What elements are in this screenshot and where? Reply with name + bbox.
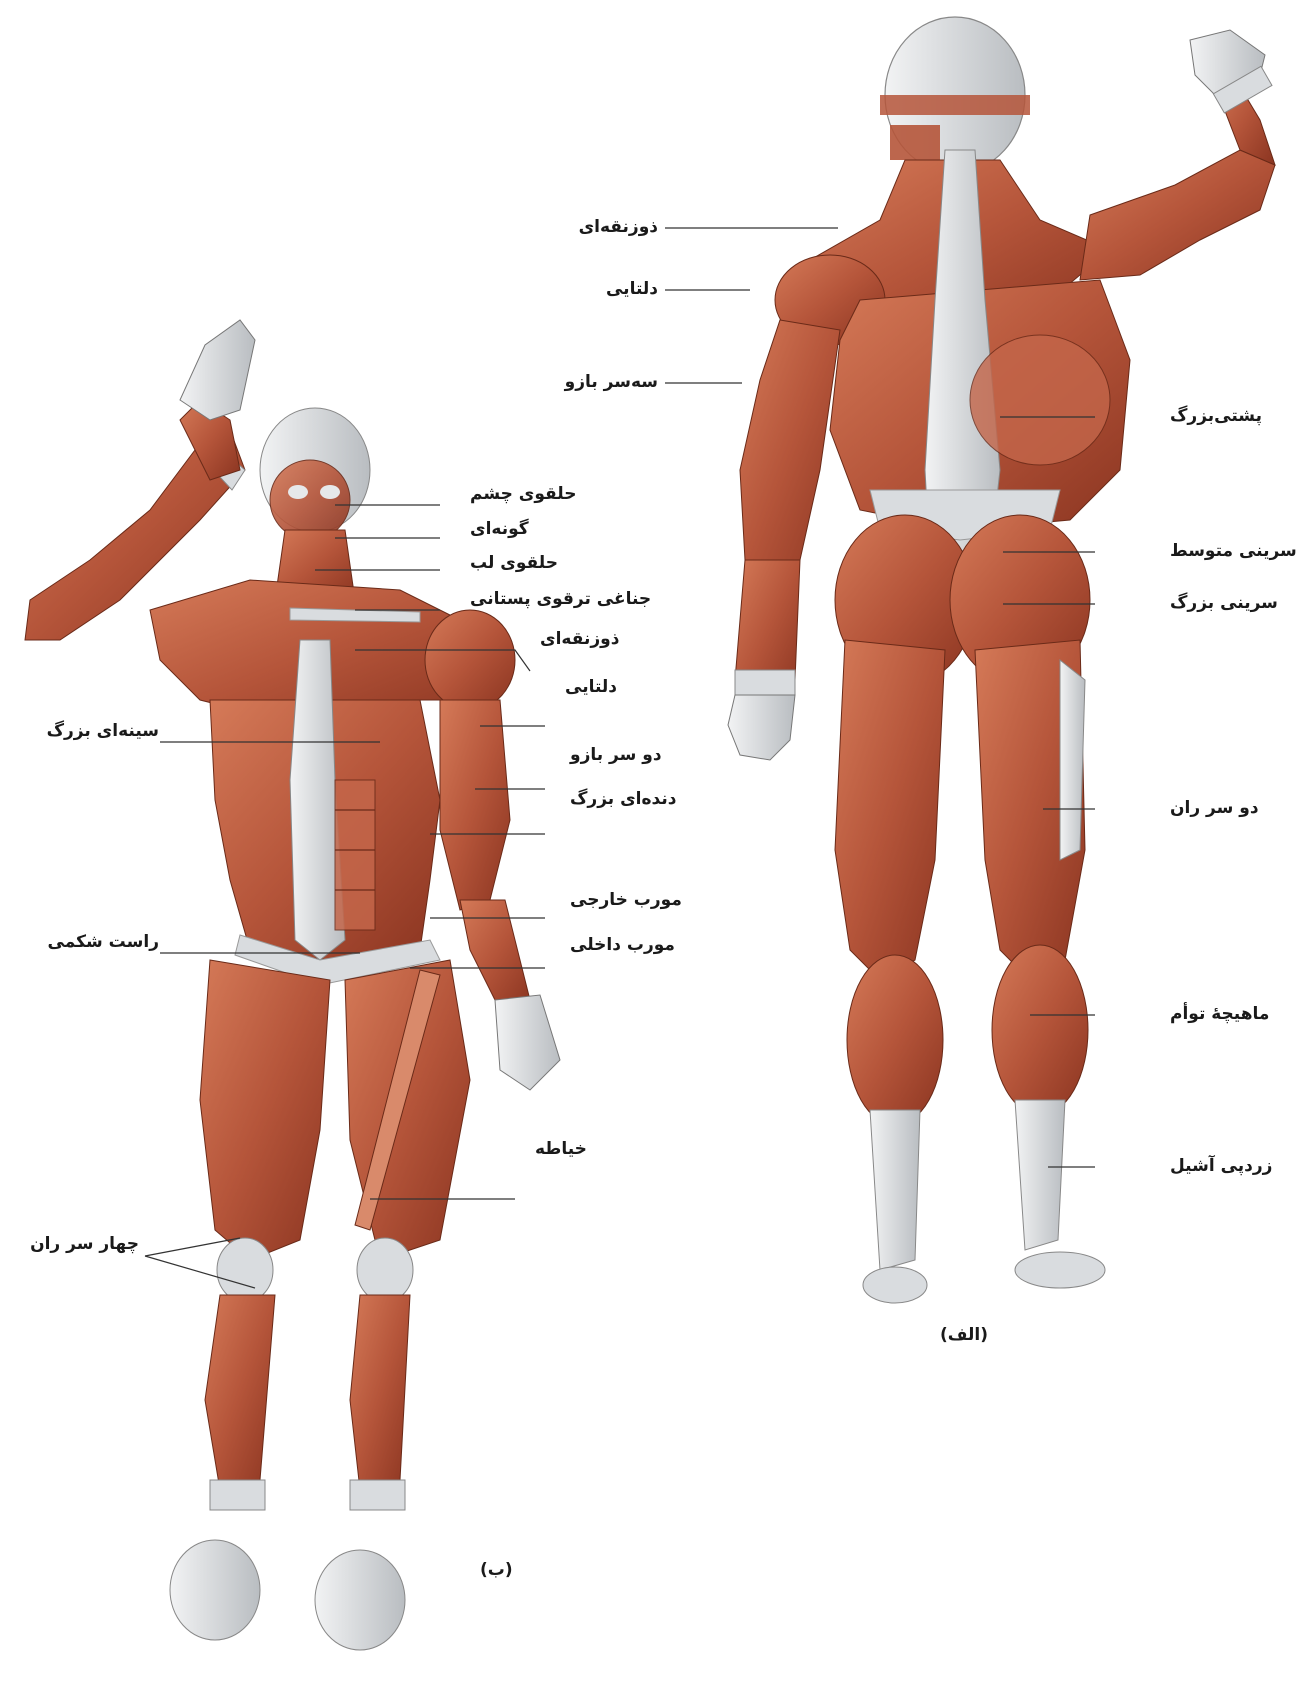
label-front-orbicularis-oculi: حلقوی چشم xyxy=(470,483,576,505)
label-front-zygomatic: گونه‌ای xyxy=(470,518,529,540)
caption-back-view: (الف) xyxy=(940,1325,988,1345)
label-front-internal-oblique: مورب داخلی xyxy=(570,934,675,956)
label-back-latissimus: پشتی‌بزرگ xyxy=(1170,405,1262,427)
label-back-deltoid: دلتایی xyxy=(606,278,658,300)
back-view-figure xyxy=(728,17,1275,1303)
label-back-gluteus-medius: سرینی متوسط xyxy=(1170,540,1297,562)
label-front-rectus-abdominis: راست شکمی xyxy=(48,931,159,953)
label-front-sternocleidomastoid: جناغی ترقوی پستانی xyxy=(470,588,651,610)
label-front-external-oblique: مورب خارجی xyxy=(570,889,682,911)
label-back-gastrocnemius: ماهیچۀ توأم xyxy=(1170,1003,1269,1025)
label-front-sartorius: خیاطه xyxy=(535,1138,587,1160)
label-back-achilles: زردپی آشیل xyxy=(1170,1155,1272,1177)
label-back-gluteus-maximus: سرینی بزرگ xyxy=(1170,592,1278,614)
label-front-deltoid: دلتایی xyxy=(565,676,617,698)
label-front-orbicularis-oris: حلقوی لب xyxy=(470,552,558,574)
label-front-pectoralis-major: سینه‌ای بزرگ xyxy=(47,720,159,742)
label-back-hamstring: دو سر ران xyxy=(1170,797,1259,819)
label-front-trapezius: ذوزنقه‌ای xyxy=(540,628,619,650)
label-back-trapezius: ذوزنقه‌ای xyxy=(579,216,658,238)
label-front-serratus-anterior: دنده‌ای بزرگ xyxy=(570,788,676,810)
label-back-triceps: سه‌سر بازو xyxy=(565,371,658,393)
caption-front-view: (ب) xyxy=(480,1560,513,1580)
label-front-biceps: دو سر بازو xyxy=(570,744,662,766)
label-front-quadriceps: چهار سر ران xyxy=(30,1233,139,1255)
